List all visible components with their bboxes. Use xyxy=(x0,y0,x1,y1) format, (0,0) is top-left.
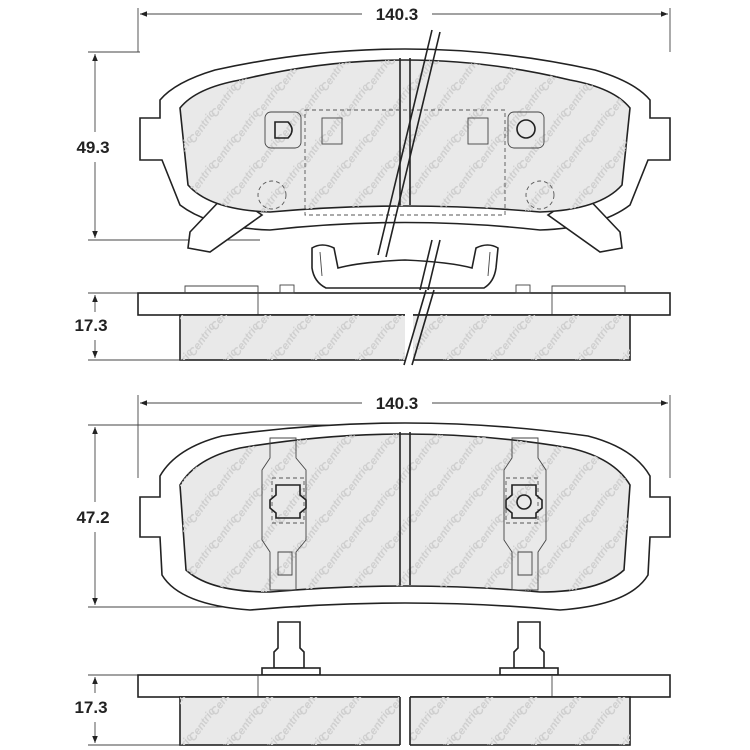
top-left-clip-outline xyxy=(264,111,343,149)
watermark-text: Centric xyxy=(649,82,681,120)
watermark-text: Centric xyxy=(649,410,681,448)
top-spring-clip xyxy=(311,239,499,291)
watermark-text: Centric xyxy=(627,321,659,359)
watermark-text: Centric xyxy=(649,462,681,500)
watermark-text: Centric xyxy=(627,4,659,42)
bottom-thickness-dimension: 17.3 xyxy=(74,674,180,746)
watermark-text: Centric xyxy=(231,4,263,42)
watermark-text: Centric xyxy=(605,30,637,68)
watermark-text: Centric xyxy=(627,212,659,250)
watermark-text: Centric xyxy=(187,4,219,42)
watermark-text: Centric xyxy=(561,30,593,68)
watermark-text: Centric xyxy=(649,566,681,604)
top-height-label: 49.3 xyxy=(76,138,109,157)
top-thickness-dimension: 17.3 xyxy=(74,292,180,361)
top-thickness-label: 17.3 xyxy=(74,316,107,335)
bottom-width-dimension: 140.3 xyxy=(137,394,671,478)
bottom-right-guide-outline xyxy=(503,437,547,591)
bottom-width-label: 140.3 xyxy=(376,394,419,413)
watermark-text: Centric xyxy=(143,706,175,744)
watermark-text: Centric xyxy=(583,4,615,42)
watermark-text: Centric xyxy=(451,4,483,42)
top-right-clip-outline xyxy=(467,111,545,149)
watermark-text: Centric xyxy=(627,706,659,744)
watermark-text: Centric xyxy=(539,4,571,42)
watermark-text: Centric xyxy=(165,30,197,68)
watermark-text: Centric xyxy=(319,4,351,42)
watermark-text: Centric xyxy=(143,321,175,359)
watermark-text: Centric xyxy=(165,410,197,448)
watermark-text: Centric xyxy=(495,4,527,42)
watermark-text: Centric xyxy=(143,56,175,94)
watermark-text: Centric xyxy=(143,212,175,250)
top-width-label: 140.3 xyxy=(376,5,419,24)
watermark-text: Centric xyxy=(143,4,175,42)
watermark-text: Centric xyxy=(649,732,681,750)
top-width-dimension: 140.3 xyxy=(137,5,671,52)
watermark-text: Centric xyxy=(209,30,241,68)
watermark-text: Centric xyxy=(275,4,307,42)
watermark-text: Centric xyxy=(649,30,681,68)
bottom-height-label: 47.2 xyxy=(76,508,109,527)
bottom-left-guide-outline xyxy=(261,437,307,591)
bottom-height-dimension: 47.2 xyxy=(76,424,330,608)
watermark-text: Centric xyxy=(649,186,681,224)
top-height-dimension: 49.3 xyxy=(76,51,260,241)
watermark-text: Centric xyxy=(605,410,637,448)
watermark-text: Centric xyxy=(649,347,681,385)
bottom-thickness-label: 17.3 xyxy=(74,698,107,717)
